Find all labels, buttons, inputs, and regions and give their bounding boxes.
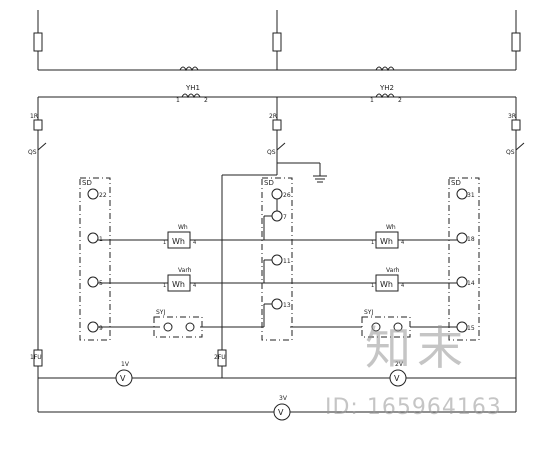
yh2-terminal-2: 2 bbox=[398, 97, 402, 104]
block-middle-terminal-4: 13 bbox=[283, 302, 291, 309]
meter-varh-left: Varh Wh 1 4 bbox=[163, 267, 196, 292]
fuse-middle bbox=[272, 119, 282, 131]
top-fuse-left bbox=[33, 32, 43, 52]
meter-varh-left-label: Varh bbox=[178, 267, 192, 274]
switch-left bbox=[37, 142, 47, 151]
terminal-block-middle: SD 26 7 11 13 bbox=[261, 177, 293, 341]
voltmeter-1-label: 1V bbox=[121, 361, 130, 368]
ground-symbol bbox=[277, 162, 327, 183]
meter-varh-right-label: Varh bbox=[386, 267, 400, 274]
coil-yh2 bbox=[375, 93, 395, 99]
fuse-1fu-label: 1FU bbox=[30, 354, 42, 361]
meter-wh-left-out: 4 bbox=[193, 240, 196, 246]
meter-varh-right-symbol: Wh bbox=[380, 280, 393, 289]
block-left-name: SD bbox=[82, 179, 92, 187]
meter-varh-left-symbol: Wh bbox=[172, 280, 185, 289]
syj-relay-right: SYJ bbox=[361, 309, 411, 338]
meter-varh-right-in: 1 bbox=[371, 283, 374, 289]
switch-left-label: QS bbox=[28, 149, 37, 156]
fuse-left-label: 1R bbox=[30, 113, 38, 120]
label-yh2: YH2 bbox=[379, 84, 394, 92]
yh2-terminal-1: 1 bbox=[370, 97, 374, 104]
meter-wh-left-symbol: Wh bbox=[172, 237, 185, 246]
block-middle-terminal-1: 26 bbox=[283, 192, 291, 199]
switch-right-label: QS bbox=[506, 149, 515, 156]
block-left-terminal-1: 22 bbox=[99, 192, 107, 199]
meter-wh-right-in: 1 bbox=[371, 240, 374, 246]
block-middle-terminal-2: 7 bbox=[283, 214, 287, 221]
fuse-left bbox=[33, 119, 43, 131]
watermark-logo: 知末 bbox=[365, 321, 469, 375]
block-middle-name: SD bbox=[264, 179, 274, 187]
meter-wh-left: Wh Wh 1 4 bbox=[163, 224, 196, 249]
meter-wh-right-out: 4 bbox=[401, 240, 404, 246]
yh1-terminal-1: 1 bbox=[176, 97, 180, 104]
voltmeter-3-symbol: V bbox=[278, 408, 284, 417]
fuse-2fu-label: 2FU bbox=[214, 354, 226, 361]
meter-wh-left-label: Wh bbox=[178, 224, 188, 231]
terminal-block-right: SD 31 18 14 15 bbox=[448, 177, 480, 341]
fuse-right bbox=[511, 119, 521, 131]
block-right-terminal-1: 31 bbox=[467, 192, 475, 199]
voltmeter-3-label: 3V bbox=[279, 395, 288, 402]
fuse-right-label: 3R bbox=[508, 113, 516, 120]
switch-middle-label: QS bbox=[267, 149, 276, 156]
syj-left-label: SYJ bbox=[156, 309, 165, 316]
fuse-middle-label: 2R bbox=[269, 113, 277, 120]
top-coil-left bbox=[179, 66, 199, 72]
coil-yh1 bbox=[181, 93, 201, 99]
voltmeter-2-label: 2V bbox=[395, 361, 404, 368]
meter-varh-left-in: 1 bbox=[163, 283, 166, 289]
top-incoming-line bbox=[33, 10, 521, 72]
block-right-terminal-4: 15 bbox=[467, 325, 475, 332]
meter-wh-right: Wh Wh 1 4 bbox=[371, 224, 404, 249]
syj-relay-left: SYJ bbox=[153, 309, 203, 338]
block-right-terminal-2: 18 bbox=[467, 236, 475, 243]
meter-varh-right: Varh Wh 1 4 bbox=[371, 267, 404, 292]
meter-wh-right-symbol: Wh bbox=[380, 237, 393, 246]
meter-varh-right-out: 4 bbox=[401, 283, 404, 289]
syj-right-label: SYJ bbox=[364, 309, 373, 316]
watermark-id: ID: 165964163 bbox=[325, 395, 502, 420]
meter-wh-left-in: 1 bbox=[163, 240, 166, 246]
voltmeter-2-symbol: V bbox=[394, 374, 400, 383]
vertical-drops: 1R 2R 3R QS QS QS bbox=[28, 97, 525, 412]
fuse-1fu bbox=[33, 349, 43, 367]
switch-middle bbox=[276, 142, 286, 151]
block-right-name: SD bbox=[451, 179, 461, 187]
voltmeter-2: V 2V bbox=[389, 361, 407, 387]
block-middle-terminal-3: 11 bbox=[283, 258, 291, 265]
meter-varh-left-out: 4 bbox=[193, 283, 196, 289]
top-fuse-right bbox=[511, 32, 521, 52]
top-coil-right bbox=[375, 66, 395, 72]
terminal-block-left: SD 22 1 5 9 bbox=[79, 177, 111, 341]
voltmeter-3: V 3V bbox=[273, 395, 291, 421]
label-yh1: YH1 bbox=[185, 84, 200, 92]
switch-right bbox=[515, 142, 525, 151]
voltmeter-1: V 1V bbox=[115, 361, 133, 387]
yh1-terminal-2: 2 bbox=[204, 97, 208, 104]
fuse-2fu bbox=[217, 349, 227, 367]
block-left-terminal-4: 9 bbox=[99, 325, 103, 332]
top-fuse-middle bbox=[272, 32, 282, 52]
meter-wh-right-label: Wh bbox=[386, 224, 396, 231]
voltmeter-1-symbol: V bbox=[120, 374, 126, 383]
block-right-terminal-3: 14 bbox=[467, 280, 475, 287]
